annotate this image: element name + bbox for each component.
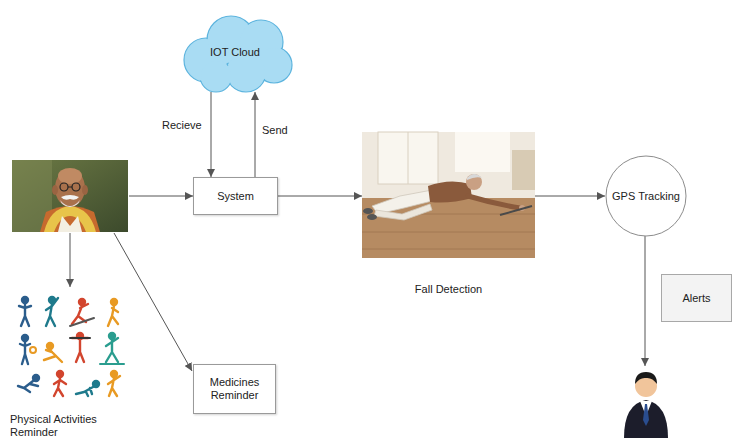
arrow-man-to-medicines	[114, 233, 192, 371]
flow-arrow	[255, 92, 256, 177]
flow-arrow	[535, 196, 605, 197]
process-circle: GPS Tracking	[605, 155, 687, 237]
activity-icons	[18, 297, 124, 396]
flow-arrow	[211, 92, 212, 177]
image-node: Physical Activities Reminder	[10, 288, 130, 441]
edge-label: Recieve	[160, 119, 204, 132]
flow-arrow	[278, 196, 362, 197]
process-box: System	[193, 177, 278, 215]
arrow-gps-to-caregiver	[645, 236, 646, 366]
arrow-man-to-system	[129, 196, 193, 197]
caregiver-icon	[624, 372, 668, 438]
node-label: IOT Cloud	[210, 46, 260, 59]
node-label: Fall Detection	[415, 283, 482, 296]
node-label: Medicines Reminder	[200, 376, 270, 402]
node-label: Alerts	[682, 292, 710, 305]
cloud-node: IOT Cloud	[176, 10, 294, 94]
elderly-man-photo	[12, 160, 128, 232]
node-label: GPS Tracking	[612, 190, 680, 203]
node-label: System	[217, 190, 254, 203]
image-node: Fall Detection	[362, 132, 535, 300]
process-box: Medicines Reminder	[193, 364, 276, 414]
edge-label: Send	[260, 124, 290, 137]
alert-box: Alerts	[661, 274, 732, 322]
node-label: Physical Activities Reminder	[10, 413, 110, 439]
fall-photo	[362, 132, 535, 258]
arrow-man-to-activities	[70, 233, 71, 287]
